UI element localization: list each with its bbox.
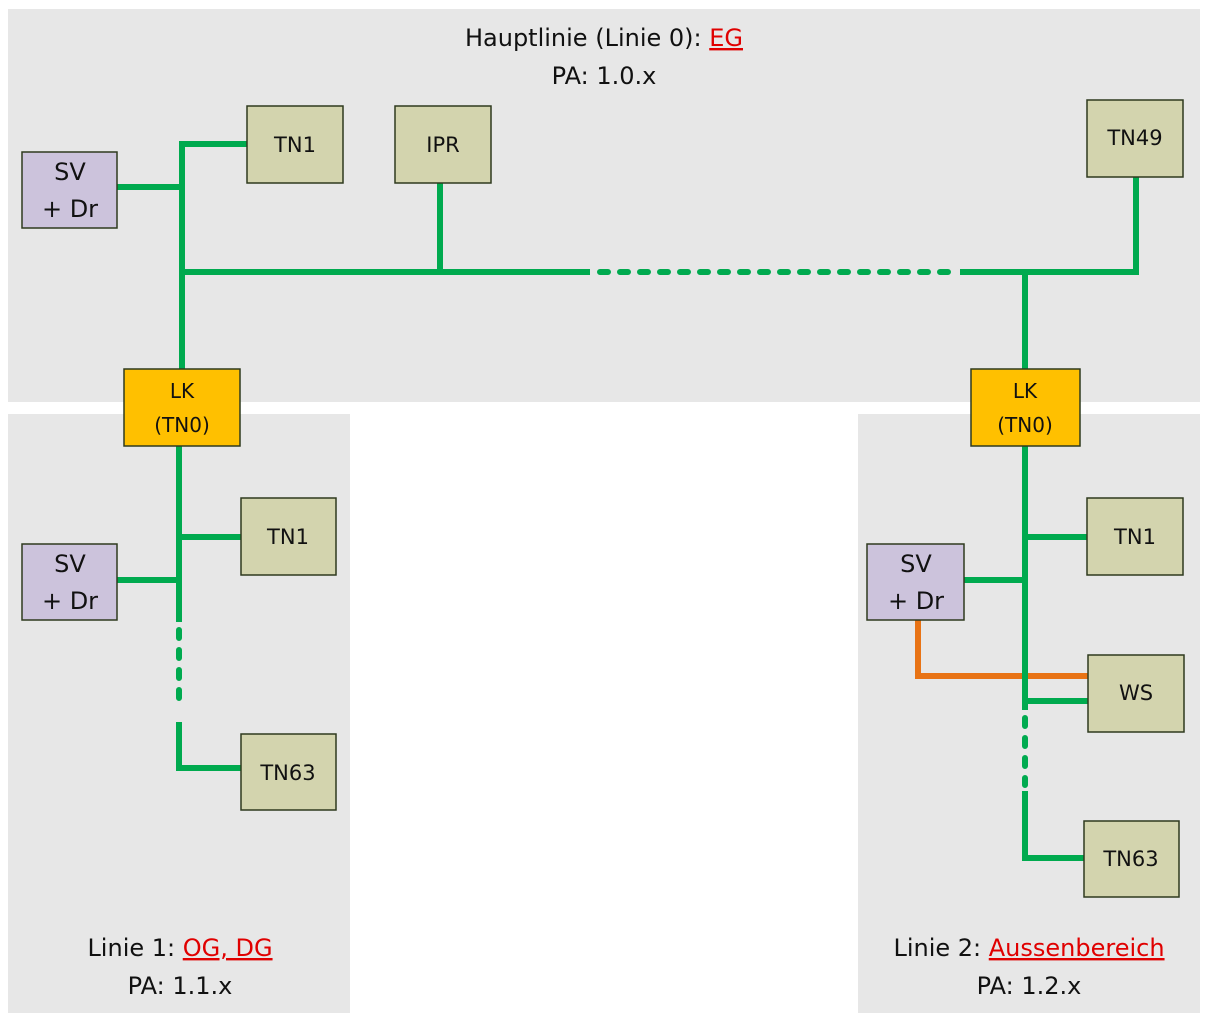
line-2-title-accent: Aussenbereich — [989, 934, 1165, 962]
node-label: LK — [170, 379, 195, 403]
node-l2-tn63[interactable]: TN63 — [1083, 820, 1180, 898]
node-label: SV — [54, 158, 86, 186]
main-line-bus — [117, 141, 1139, 372]
main-line-address: PA: 1.0.x — [552, 62, 657, 90]
node-sublabel: (TN0) — [154, 413, 210, 437]
weather-station-link — [915, 620, 1088, 679]
line-2-title: Linie 2: Aussenbereich — [893, 934, 1164, 962]
node-l2-weather-station[interactable]: WS — [1087, 654, 1185, 733]
node-sublabel: (TN0) — [997, 413, 1053, 437]
node-label: IPR — [426, 133, 459, 157]
node-label: SV — [900, 550, 932, 578]
node-main-ipr[interactable]: IPR — [394, 105, 492, 184]
node-l1-power-supply[interactable]: SV + Dr — [21, 543, 118, 621]
node-l1-tn63[interactable]: TN63 — [240, 733, 337, 811]
line-1-address: PA: 1.1.x — [128, 972, 233, 1000]
node-main-tn49[interactable]: TN49 — [1086, 99, 1184, 178]
node-l2-power-supply[interactable]: SV + Dr — [866, 543, 965, 621]
bus-l1-tn63-link — [176, 722, 241, 771]
node-sublabel: + Dr — [42, 587, 98, 615]
node-line-coupler-2[interactable]: LK (TN0) — [970, 368, 1081, 447]
panel-main-line — [8, 9, 1200, 402]
main-line-title: Hauptlinie (Linie 0): EG — [465, 24, 743, 52]
node-label: TN1 — [273, 133, 316, 157]
bus-l2-tn63-link — [1022, 791, 1084, 861]
line-1-title: Linie 1: OG, DG — [87, 934, 272, 962]
node-label: TN63 — [259, 761, 315, 785]
node-line-coupler-1[interactable]: LK (TN0) — [123, 368, 241, 447]
node-label: LK — [1013, 379, 1038, 403]
bus-main-riser-left — [179, 141, 247, 372]
node-label: SV — [54, 550, 86, 578]
line-1-bus — [117, 446, 241, 771]
node-label: TN1 — [1113, 525, 1156, 549]
node-main-tn1[interactable]: TN1 — [246, 105, 344, 184]
bus-main-trunk-right — [960, 177, 1139, 275]
node-main-power-supply[interactable]: SV + Dr — [21, 151, 118, 229]
node-sublabel: + Dr — [888, 587, 944, 615]
node-label: TN49 — [1106, 126, 1162, 150]
node-label: TN1 — [266, 525, 309, 549]
node-label: WS — [1119, 681, 1153, 705]
line-2-address: PA: 1.2.x — [977, 972, 1082, 1000]
node-label: TN63 — [1102, 847, 1158, 871]
node-l1-tn1[interactable]: TN1 — [240, 497, 337, 576]
node-sublabel: + Dr — [42, 195, 98, 223]
node-l2-tn1[interactable]: TN1 — [1086, 497, 1184, 576]
main-line-title-accent: EG — [709, 24, 743, 52]
line-2-bus — [915, 446, 1088, 861]
line-1-title-accent: OG, DG — [183, 934, 273, 962]
